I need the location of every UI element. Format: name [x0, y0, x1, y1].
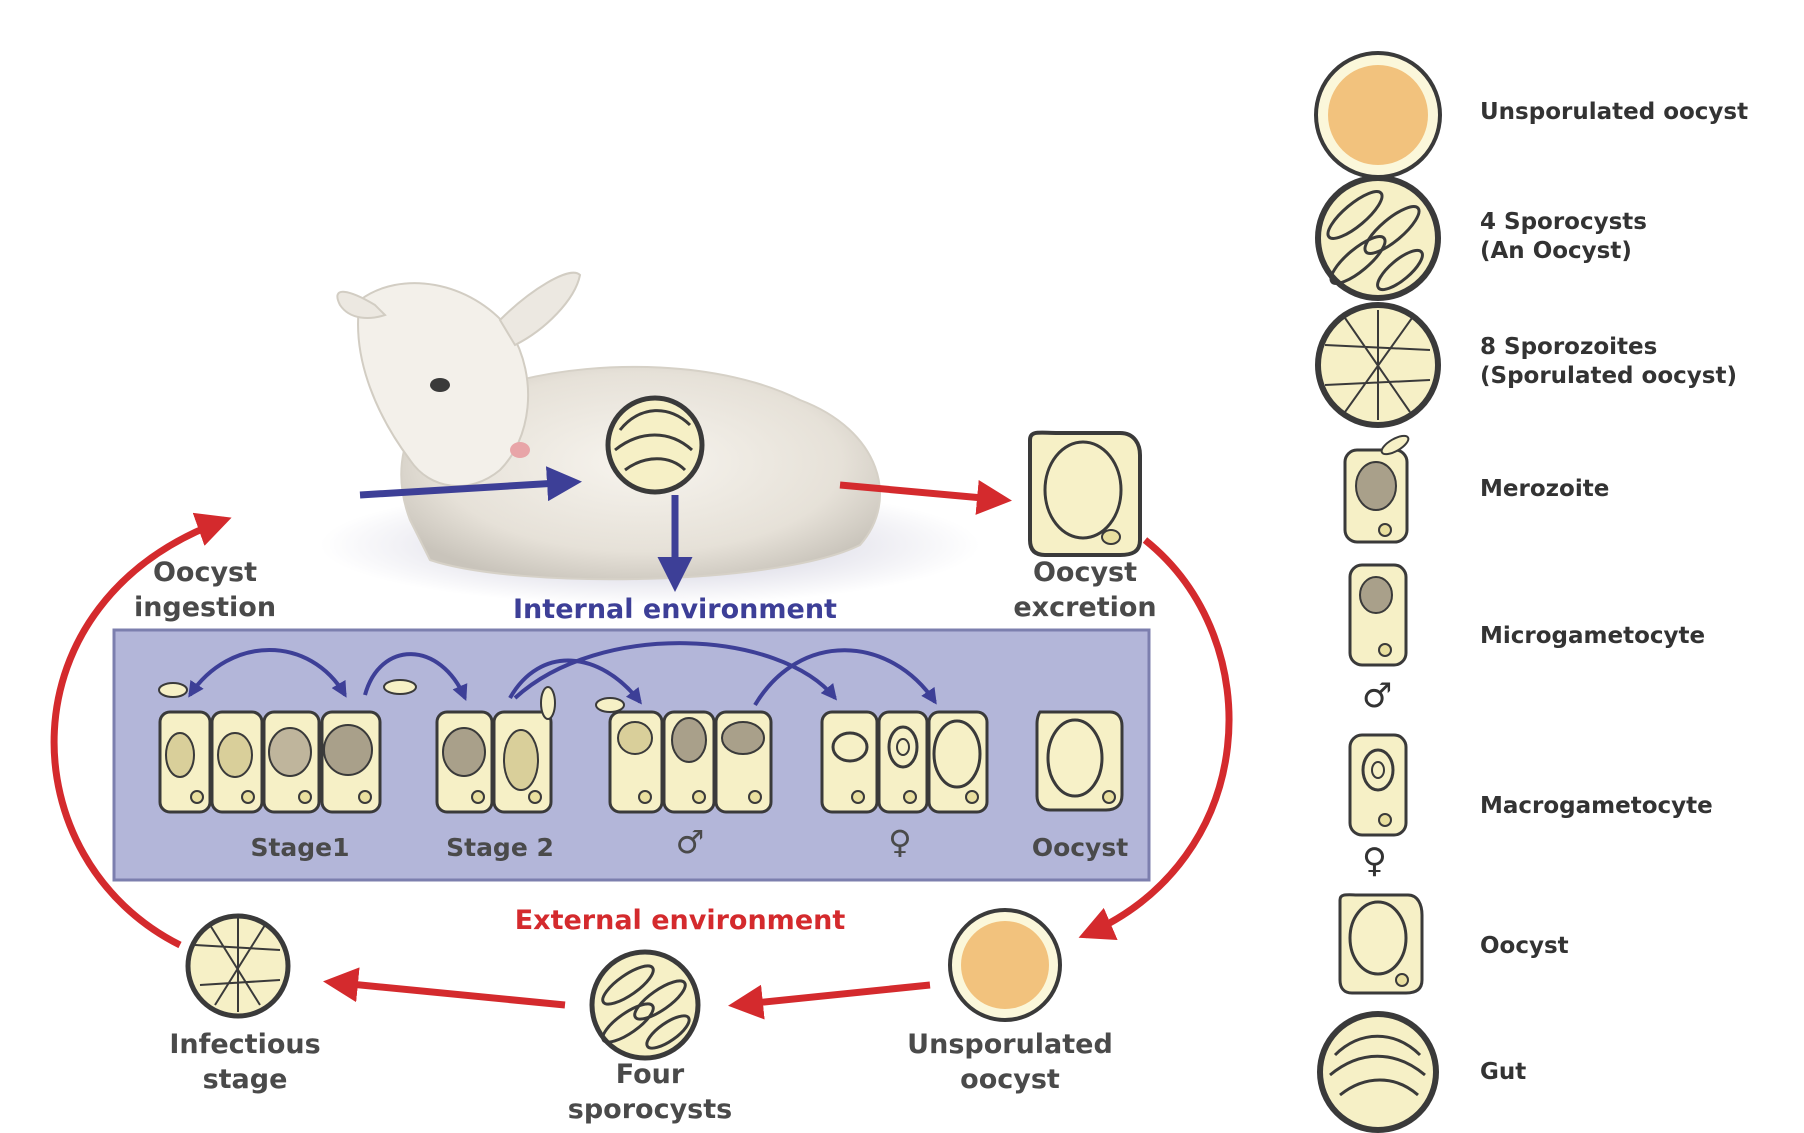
legend-icons — [1314, 51, 1442, 1133]
external-environment-label: External environment — [514, 905, 846, 936]
to-four-sporocysts-arrow — [728, 981, 931, 1020]
microgametocyte-legend-icon — [1348, 563, 1408, 667]
female-stage-label: ♀ — [888, 823, 912, 861]
to-infectious-arrow — [323, 967, 566, 1009]
four-sporocysts-label: Four sporocysts — [567, 1059, 733, 1125]
stage2-cells — [435, 686, 556, 814]
legend-label-gut: Gut — [1480, 1059, 1527, 1085]
legend-label-merozoite: Merozoite — [1480, 476, 1610, 502]
unsporulated-oocyst-label: Unsporulated oocyst — [907, 1029, 1113, 1095]
ingestion-arrow — [359, 466, 582, 502]
male-stage-label: ♂ — [675, 823, 705, 861]
oocyst-panel-icon — [1035, 710, 1124, 812]
legend-label-microgametocyte: Microgametocyte — [1480, 623, 1706, 649]
legend-label-oocyst: Oocyst — [1480, 933, 1569, 959]
gut-icon — [605, 395, 705, 495]
four-sporocysts-cycle-icon — [589, 949, 701, 1061]
to-unsporulated-arrow — [1078, 537, 1233, 941]
stage1-label: Stage1 — [250, 833, 350, 862]
oocyst-excretion-icon — [1028, 430, 1142, 557]
unsporulated-oocyst-cycle-icon — [948, 908, 1062, 1022]
legend-female-symbol: ♀ — [1362, 841, 1387, 881]
microgametocyte-cells — [595, 697, 773, 814]
oocyst-stage-label: Oocyst — [1031, 833, 1129, 862]
excretion-arrow — [839, 480, 1012, 515]
merozoite-legend-icon — [1343, 434, 1410, 544]
infectious-stage-label: Infectious stage — [169, 1029, 321, 1095]
macrogametocyte-legend-icon — [1348, 733, 1408, 837]
oocyst-ingestion-label: Oocyst ingestion — [133, 557, 277, 623]
legend-male-symbol: ♂ — [1362, 676, 1393, 716]
to-ingestion-arrow — [50, 512, 232, 949]
oocyst-excretion-label: Oocyst excretion — [1013, 557, 1157, 623]
oocyst-legend-icon — [1338, 893, 1424, 995]
legend-label-macrogametocyte: Macrogametocyte — [1480, 793, 1713, 819]
legend-label-sporozoites: 8 Sporozoites (Sporulated oocyst) — [1480, 334, 1737, 389]
sporozoites-legend-icon — [1315, 302, 1441, 428]
internal-cycle-arrows — [188, 641, 937, 707]
internal-environment-label: Internal environment — [513, 594, 837, 625]
gut-legend-icon — [1317, 1011, 1439, 1133]
sporocysts-legend-icon — [1315, 175, 1441, 301]
infectious-stage-icon — [185, 913, 291, 1019]
stage1-cells — [158, 679, 417, 814]
macrogametocyte-cells — [820, 710, 989, 814]
unsporulated-oocyst-legend-icon — [1314, 51, 1442, 179]
legend-label-unsporulated-oocyst: Unsporulated oocyst — [1480, 99, 1749, 125]
legend-label-sporocysts: 4 Sporocysts (An Oocyst) — [1480, 209, 1647, 264]
stage2-label: Stage 2 — [446, 833, 554, 862]
